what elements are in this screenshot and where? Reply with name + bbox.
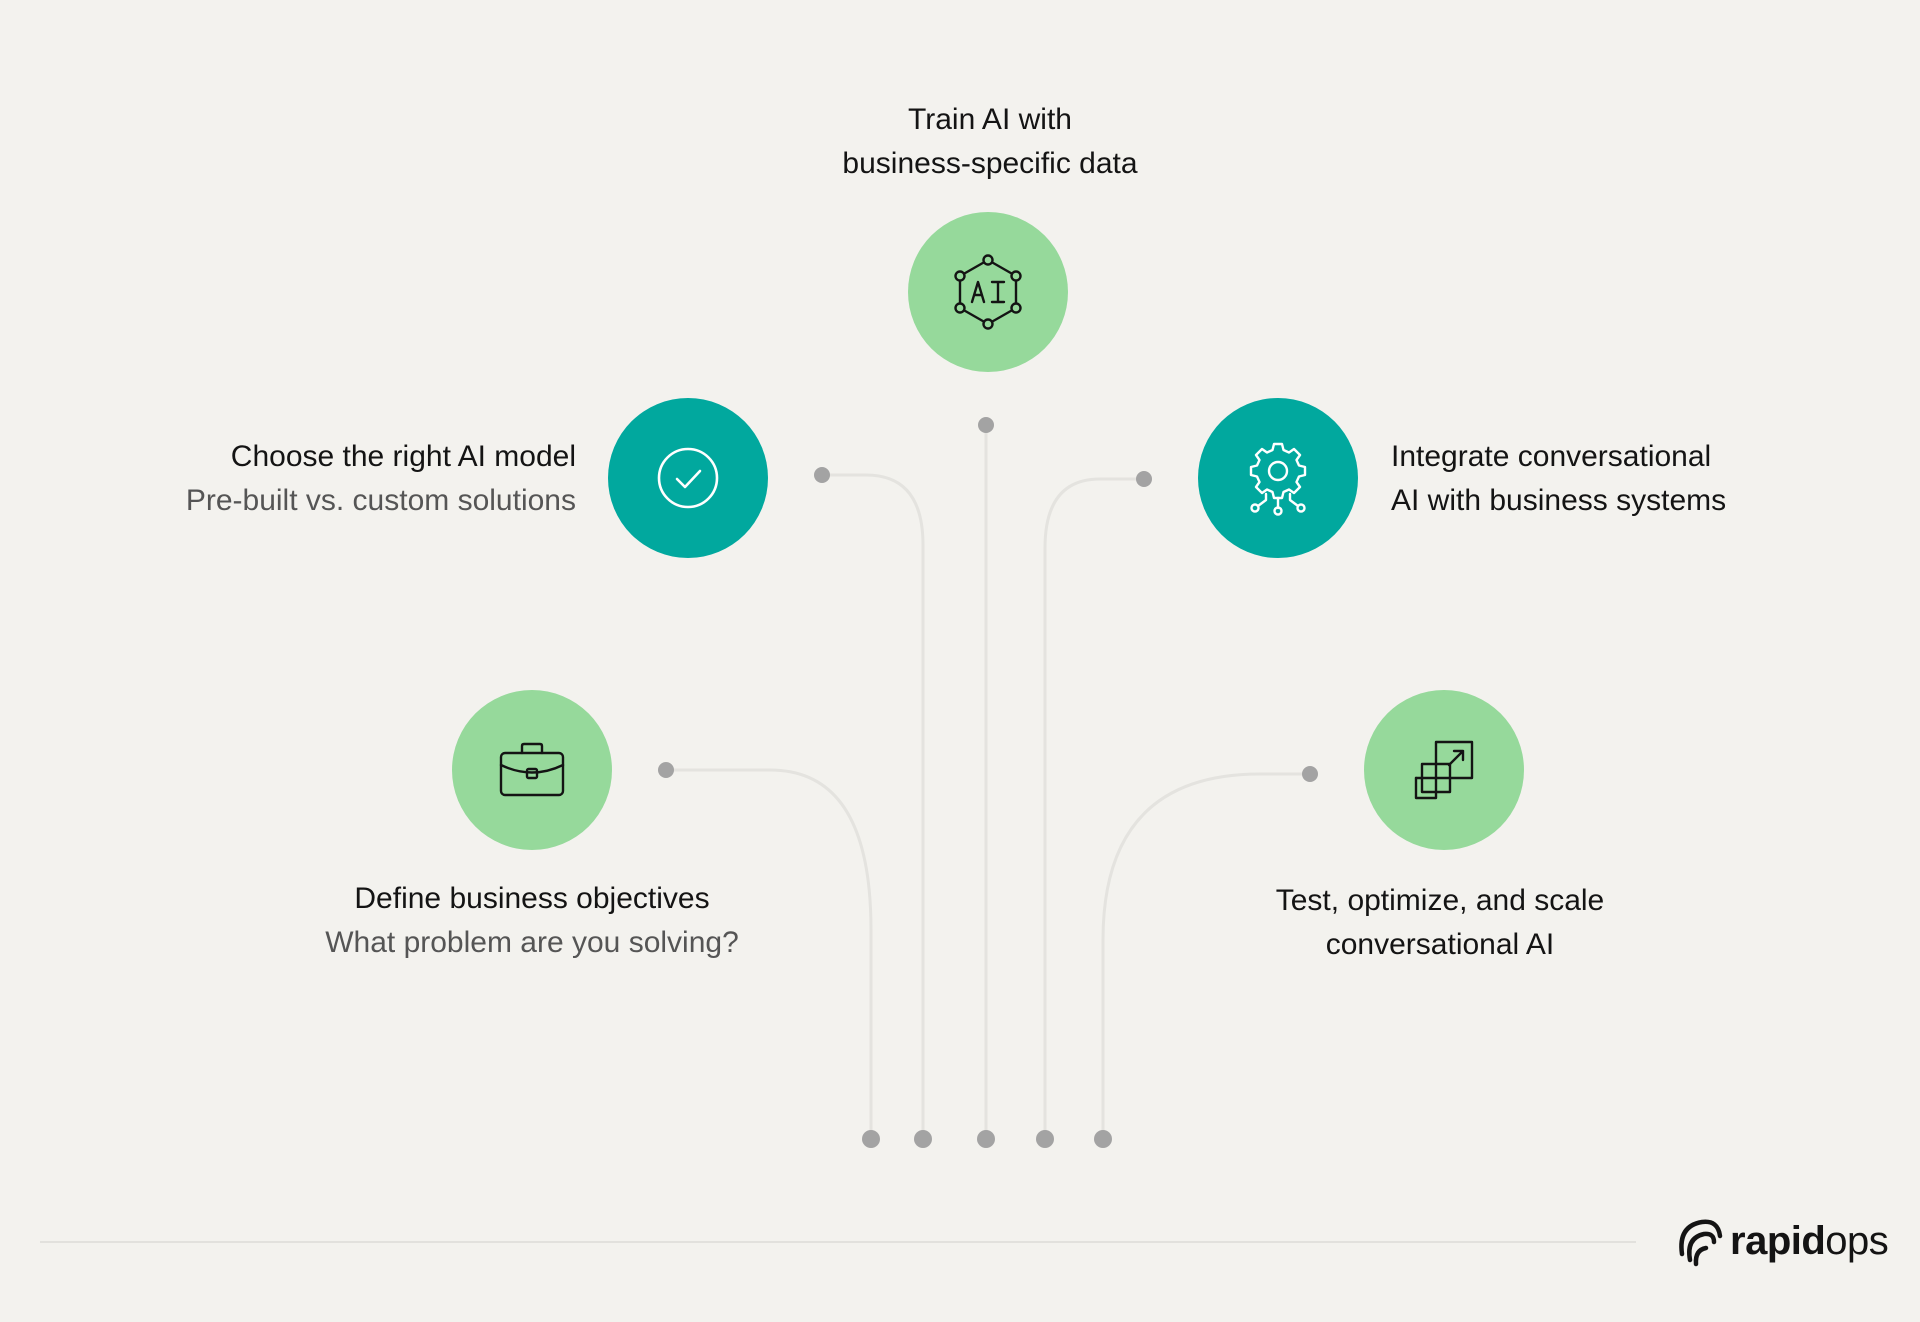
connector-line-test xyxy=(1101,772,1310,1139)
connector-line-define xyxy=(666,768,873,1139)
rapidops-logo-icon xyxy=(1679,1219,1723,1267)
step-test-scale-title-line-2: conversational AI xyxy=(1325,928,1555,961)
step-define-objectives-circle xyxy=(452,690,612,850)
connector-dot-define-start xyxy=(658,762,674,778)
step-choose-ai-model-title: Choose the right AI model xyxy=(230,440,576,473)
connector-dot-choose-end xyxy=(914,1130,932,1148)
step-integrate-ai-title-line-2: AI with business systems xyxy=(1391,484,1727,517)
step-train-ai-title-line-1: Train AI with xyxy=(908,103,1072,136)
step-define-objectives-title: Define business objectives xyxy=(354,882,710,915)
step-choose-ai-model-subtitle: Pre-built vs. custom solutions xyxy=(185,484,576,517)
connector-dot-train-start xyxy=(978,417,994,433)
scale-up-icon xyxy=(1414,740,1474,800)
gear-network-icon xyxy=(1249,442,1307,516)
footer-divider xyxy=(40,1241,1636,1243)
connector-dot-choose-start xyxy=(814,467,830,483)
connector-dot-define-end xyxy=(862,1130,880,1148)
connector-line-integrate xyxy=(1043,477,1144,1139)
brand-name-bold: rapid xyxy=(1730,1218,1826,1263)
ai-hexagon-icon xyxy=(954,254,1022,330)
step-integrate-ai-title-line-1: Integrate conversational xyxy=(1391,440,1712,473)
step-define-objectives-subtitle: What problem are you solving? xyxy=(325,926,739,959)
brand-logo: rapidops xyxy=(1674,1214,1889,1268)
step-define-objectives-label: Define business objectives What problem … xyxy=(282,877,782,965)
step-train-ai-title-line-2: business-specific data xyxy=(842,147,1138,180)
step-choose-ai-model-circle xyxy=(608,398,768,558)
connector-dot-test-start xyxy=(1302,766,1318,782)
step-test-scale-circle xyxy=(1364,690,1524,850)
check-circle-icon xyxy=(657,447,719,509)
brand-name-light: ops xyxy=(1825,1218,1889,1263)
step-choose-ai-model-label: Choose the right AI model Pre-built vs. … xyxy=(76,435,576,523)
connector-dot-train-end xyxy=(977,1130,995,1148)
step-integrate-ai-label: Integrate conversational AI with busines… xyxy=(1391,435,1871,523)
step-test-scale-title-line-1: Test, optimize, and scale xyxy=(1275,884,1605,917)
connector-dot-test-end xyxy=(1094,1130,1112,1148)
step-train-ai-circle xyxy=(908,212,1068,372)
briefcase-icon xyxy=(499,742,565,797)
brand-wordmark: rapidops xyxy=(1730,1218,1889,1264)
step-test-scale-label: Test, optimize, and scale conversational… xyxy=(1230,879,1650,967)
connector-dot-integrate-end xyxy=(1036,1130,1054,1148)
connector-line-choose xyxy=(822,473,925,1139)
step-integrate-ai-circle xyxy=(1198,398,1358,558)
step-train-ai-label: Train AI with business-specific data xyxy=(790,98,1190,186)
connector-dot-integrate-start xyxy=(1136,471,1152,487)
